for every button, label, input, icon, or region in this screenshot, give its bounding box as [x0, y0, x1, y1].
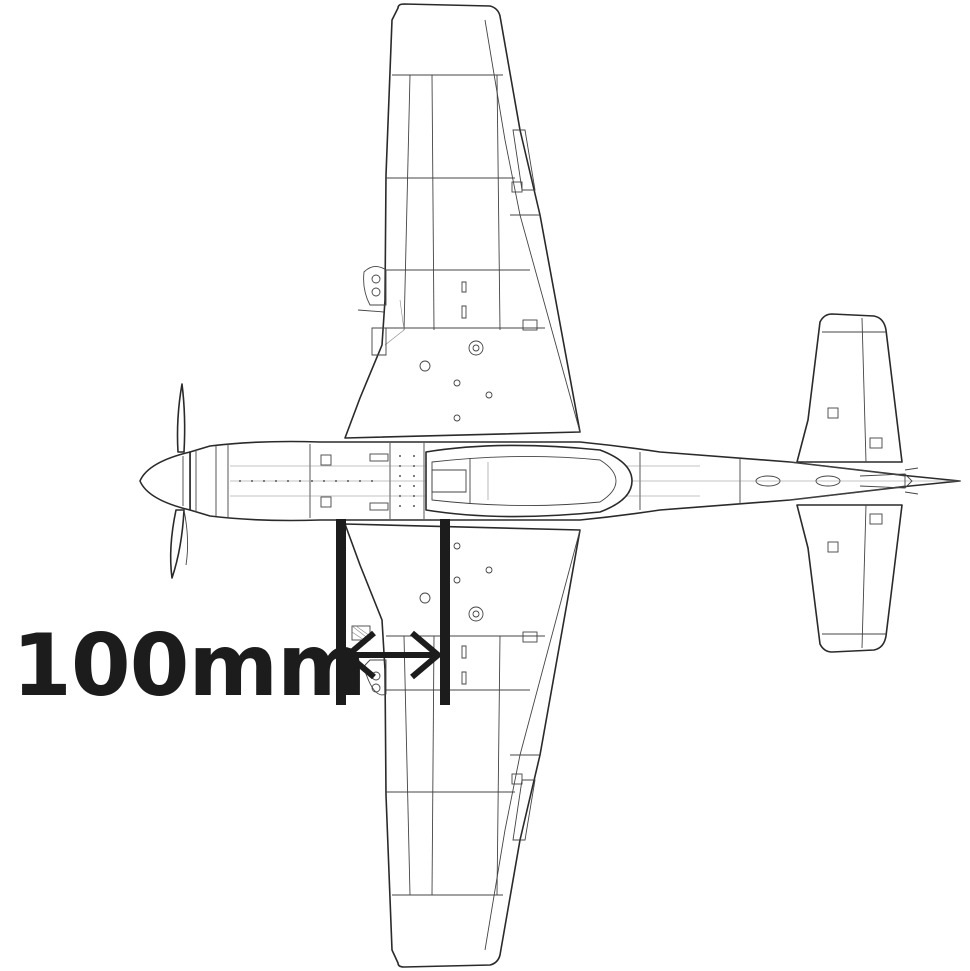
spinner — [139, 450, 197, 512]
horizontal-stabilizer — [796, 313, 903, 653]
dimension-marker-100mm — [336, 519, 450, 705]
dimension-arrowhead-right — [410, 630, 443, 680]
propeller — [169, 383, 189, 579]
rivet-rows — [239, 455, 415, 507]
dimension-line-right — [440, 519, 450, 705]
upper-wing — [344, 3, 581, 439]
tail-cone — [755, 461, 919, 501]
canopy — [425, 444, 633, 518]
lower-wing — [344, 523, 581, 968]
dimension-line-left — [336, 519, 346, 705]
dimension-label: 100mm — [12, 616, 367, 716]
dimension-arrowhead-left — [343, 630, 376, 680]
